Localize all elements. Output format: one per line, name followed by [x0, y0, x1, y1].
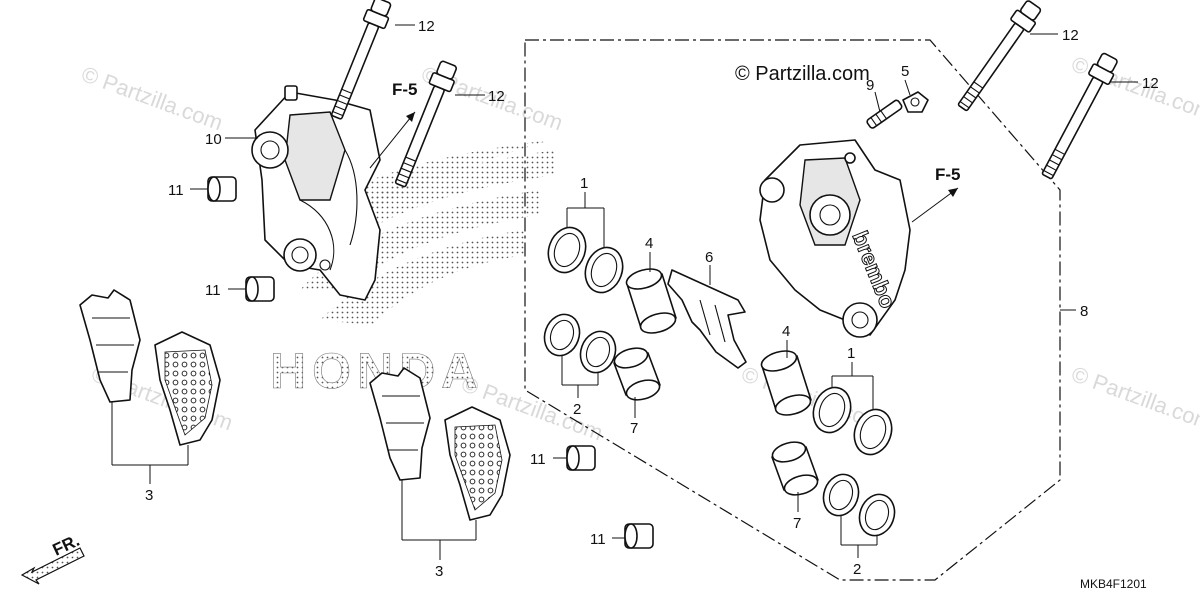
callout-7: 7	[630, 420, 638, 437]
pad-center-plain	[369, 367, 431, 481]
callout-11: 11	[590, 531, 606, 548]
bleeder-valve	[866, 99, 903, 129]
diagram-code: MKB4F1201	[1080, 577, 1147, 591]
callout-6: 6	[705, 249, 713, 266]
kit-boundary	[524, 39, 1061, 581]
callout-4: 4	[782, 323, 790, 340]
watermark-text: © Partzilla.com	[78, 61, 226, 135]
callout-3: 3	[145, 487, 153, 504]
arrow-f5-left-label: F-5	[392, 80, 418, 99]
pad-spring	[667, 269, 747, 369]
right-caliper: brembo	[759, 139, 911, 338]
collar-11-d	[624, 523, 654, 549]
piston-4-right	[760, 350, 812, 416]
piston-4-left	[625, 268, 677, 334]
callout-7: 7	[793, 515, 801, 532]
callout-9: 9	[866, 77, 874, 94]
watermark-text: © Partzilla.com	[1068, 361, 1200, 435]
callout-11: 11	[168, 182, 184, 199]
callout-2: 2	[573, 401, 581, 418]
seal-set-2-right	[822, 473, 896, 537]
piston-7-left	[613, 347, 661, 401]
pad-left-plain	[79, 289, 141, 403]
callout-12: 12	[418, 18, 435, 35]
callout-11: 11	[530, 451, 546, 468]
seal-set-2-left	[543, 313, 617, 374]
arrow-f5-right: F-5	[911, 165, 961, 223]
bolt-left-lower	[394, 60, 458, 188]
bleeder-cap	[902, 91, 929, 113]
bolt-right-upper	[957, 0, 1042, 112]
callout-5: 5	[901, 63, 909, 80]
callout-1: 1	[580, 175, 588, 192]
copyright-text: © Partzilla.com	[735, 63, 870, 85]
left-caliper	[251, 85, 381, 301]
collar-11-c	[566, 445, 596, 471]
arrow-f5-right-label: F-5	[935, 165, 961, 184]
arrow-f5-left: F-5	[369, 80, 418, 169]
collar-11-a	[207, 176, 237, 202]
callout-11: 11	[205, 282, 221, 299]
callout-12: 12	[1142, 75, 1159, 92]
callout-12: 12	[488, 88, 505, 105]
piston-7-right	[771, 441, 819, 496]
callout-2: 2	[853, 561, 861, 578]
pad-center-holed	[444, 406, 511, 521]
pad-left-holed	[154, 331, 221, 446]
seal-set-1-right	[812, 386, 893, 456]
callout-3: 3	[435, 563, 443, 580]
callout-10: 10	[205, 131, 222, 148]
callout-1: 1	[847, 345, 855, 362]
callout-12: 12	[1062, 27, 1079, 44]
leader-lines	[111, 24, 1138, 560]
bolt-right-lower	[1041, 52, 1118, 180]
seal-set-1-left	[547, 226, 624, 294]
callout-labels: 12 12 12 12 10 11 11 11 11 9 5 1 4 6 2 7…	[145, 18, 1159, 580]
callout-4: 4	[645, 235, 653, 252]
front-direction-arrow: FR.	[20, 531, 85, 585]
bolt-left-upper	[331, 0, 392, 120]
callout-8: 8	[1080, 303, 1088, 320]
collar-11-b	[245, 276, 275, 302]
